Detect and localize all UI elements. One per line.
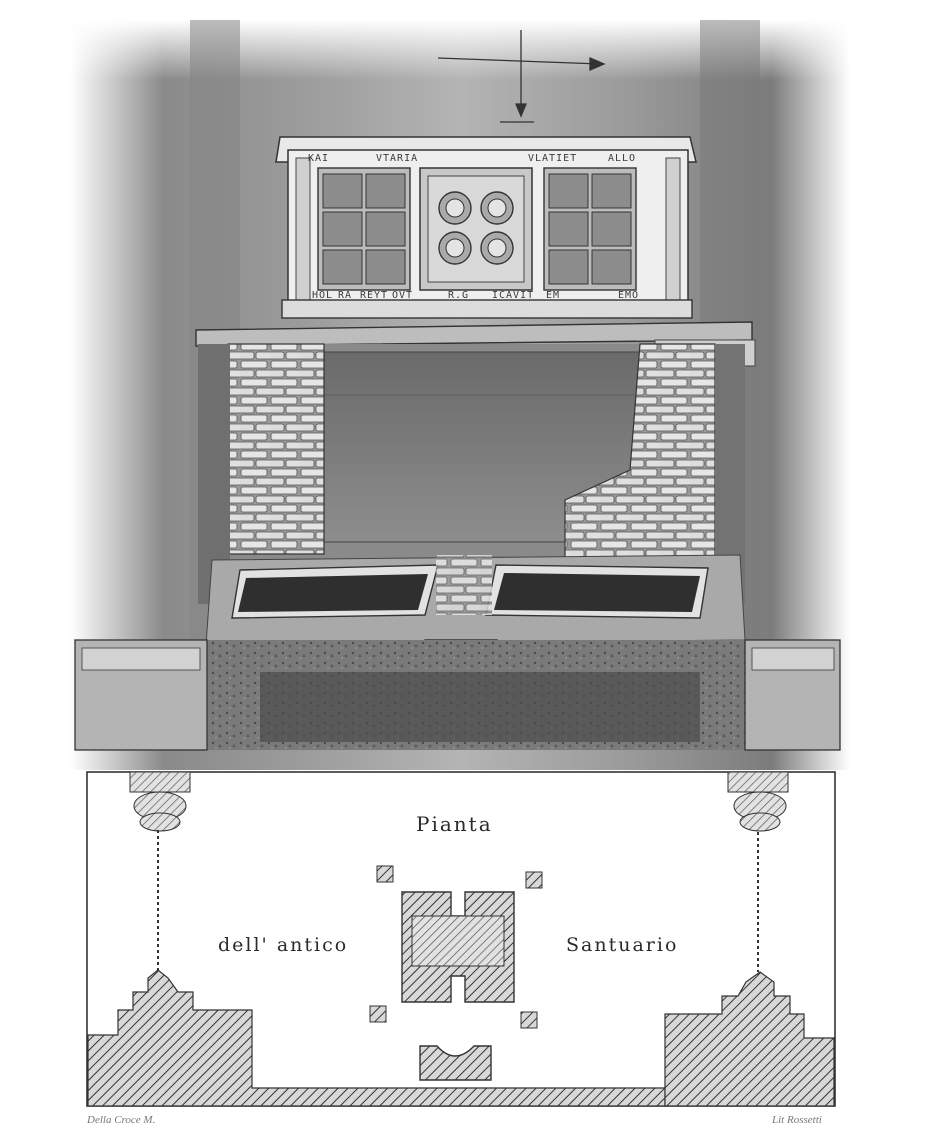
center-medallion-panel bbox=[419, 167, 533, 291]
inscription-bottom-5: R.G bbox=[448, 290, 470, 301]
north-arrow-icon bbox=[437, 30, 606, 123]
right-column-base bbox=[727, 771, 789, 972]
reliquary-cabinet bbox=[275, 136, 697, 319]
lower-enclosure bbox=[419, 1045, 492, 1081]
pier-marker bbox=[369, 1005, 387, 1023]
left-relief-panel bbox=[317, 167, 411, 291]
inscription-bottom-3: REYT bbox=[360, 290, 389, 301]
right-stepped-wall bbox=[664, 971, 835, 1107]
inscription-top-2: VTARIA bbox=[376, 153, 419, 164]
inscription-top-3: VLATIET bbox=[528, 153, 578, 164]
plan-title: Pianta bbox=[416, 812, 493, 836]
inscription-top-1: KAI bbox=[308, 153, 330, 164]
inscription-bottom-8: EMO bbox=[618, 290, 640, 301]
inscription-bottom-6: ICAVIT bbox=[492, 290, 535, 301]
left-column-base bbox=[129, 771, 191, 970]
inscription-bottom-1: HOL bbox=[312, 290, 334, 301]
foundation-rubble bbox=[74, 639, 841, 751]
ground-plan bbox=[86, 771, 836, 1107]
inscription-top-4: ALLO bbox=[608, 153, 637, 164]
plan-caption-right: Santuario bbox=[566, 934, 679, 956]
plan-caption-left: dell' antico bbox=[218, 934, 349, 956]
inscription-bottom-2: RA bbox=[338, 290, 353, 301]
inscription-bottom-4: OVT bbox=[392, 290, 414, 301]
credit-lithographer: Lit Rossetti bbox=[772, 1114, 822, 1126]
right-relief-panel bbox=[543, 167, 637, 291]
pier-marker bbox=[520, 1011, 538, 1029]
left-stepped-wall bbox=[87, 969, 666, 1107]
pier-marker bbox=[525, 871, 543, 889]
pier-marker bbox=[376, 865, 394, 883]
inscription-bottom-7: EM bbox=[546, 290, 561, 301]
credit-draughtsman: Della Croce M. bbox=[87, 1114, 156, 1126]
